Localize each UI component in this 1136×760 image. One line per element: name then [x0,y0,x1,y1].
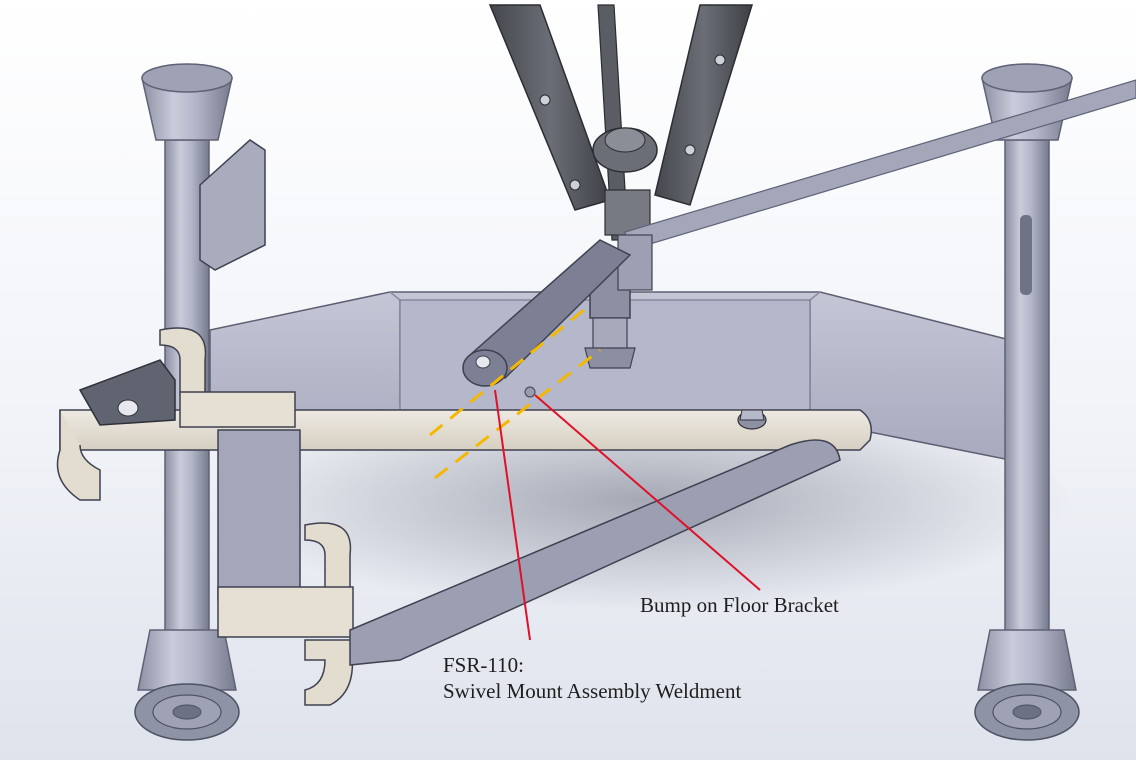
bump-callout-label: Bump on Floor Bracket [640,593,839,617]
lower-hook-bracket [217,522,354,706]
bump-leader-line [534,394,761,591]
alignment-guides [429,303,601,480]
callout-leaders [494,389,761,641]
rear-hook-bracket [199,139,266,271]
fsr-callout-sublabel: Swivel Mount Assembly Weldment [443,679,742,703]
upper-arms [488,4,754,241]
fsr-leader-line [494,389,531,641]
fsr-callout-label: FSR-110: [443,653,524,677]
diagonal-brace [349,439,841,666]
bump-feature [524,386,536,398]
swivel-arm [462,239,632,387]
vertical-strut [217,429,301,601]
